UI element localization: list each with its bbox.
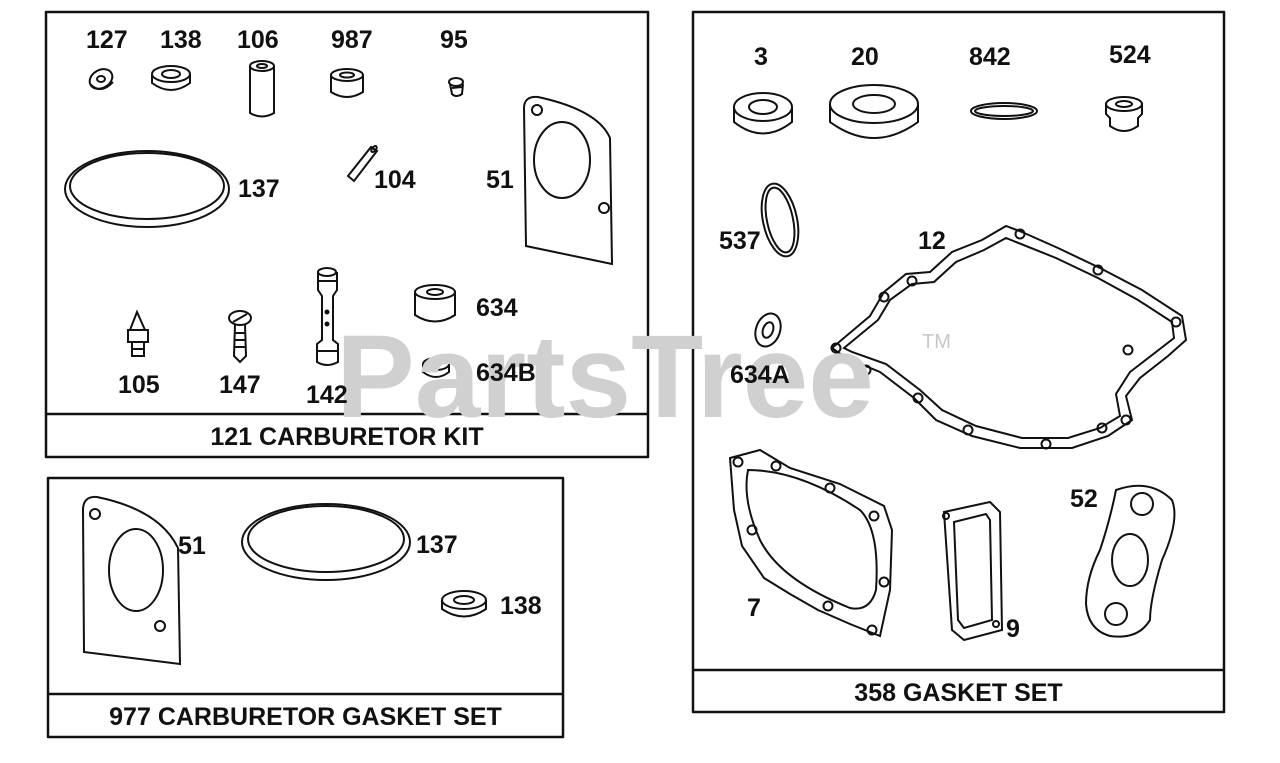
part-label-95: 95 [440, 26, 468, 54]
part-3-seal [733, 92, 793, 135]
part-147-screw [228, 310, 252, 364]
part-label-9: 9 [1006, 615, 1020, 643]
part-label-52: 52 [1070, 485, 1098, 513]
part-label-137: 137 [238, 175, 280, 203]
part-label-20: 20 [851, 43, 879, 71]
part-label-142: 142 [306, 381, 348, 409]
part-842-oring [970, 102, 1038, 120]
part-label-51: 51 [486, 166, 514, 194]
part-138-seal-set [441, 590, 487, 618]
part-142-tube [316, 267, 339, 366]
part-label-105: 105 [118, 371, 160, 399]
part-52-gasket [1084, 484, 1176, 638]
part-127-washer [88, 68, 114, 90]
part-label-987: 987 [331, 26, 373, 54]
part-label-147: 147 [219, 371, 261, 399]
gasket-set-box [691, 10, 1226, 714]
part-20-seal [829, 84, 919, 139]
part-12-crankcase-gasket [830, 224, 1188, 450]
part-label-634a: 634A [730, 361, 790, 389]
part-label-842: 842 [969, 43, 1011, 71]
part-634b-washer [422, 357, 450, 378]
part-524-grommet [1105, 96, 1143, 132]
part-label-7: 7 [747, 594, 761, 622]
carburetor-gasket-set-title: 977 CARBURETOR GASKET SET [109, 703, 502, 731]
part-label-12: 12 [918, 227, 946, 255]
part-634a-seal [754, 312, 782, 348]
part-label-634b: 634B [476, 359, 536, 387]
carburetor-kit-box [44, 10, 650, 459]
part-138-seal [151, 65, 191, 91]
part-987-ring [330, 68, 364, 98]
part-label-106: 106 [237, 26, 279, 54]
part-label-537: 537 [719, 227, 761, 255]
part-label-137-set: 137 [416, 531, 458, 559]
part-9-gasket [942, 500, 1004, 642]
part-label-104: 104 [374, 166, 416, 194]
part-634-bushing [414, 284, 456, 323]
part-label-127: 127 [86, 26, 128, 54]
part-label-138-set: 138 [500, 592, 542, 620]
part-137-oring [64, 150, 230, 228]
part-106-bushing [249, 60, 275, 118]
part-label-634: 634 [476, 294, 518, 322]
carburetor-gasket-set-box [46, 476, 565, 739]
part-104-pin [346, 145, 379, 183]
part-label-51-set: 51 [178, 532, 206, 560]
trademark-symbol: TM [922, 331, 951, 353]
partstree-watermark: PartsTree [336, 311, 874, 443]
part-51-gasket-plate [522, 95, 614, 266]
part-label-3: 3 [754, 43, 768, 71]
gasket-set-title: 358 GASKET SET [854, 679, 1063, 707]
part-label-524: 524 [1109, 41, 1151, 69]
carburetor-kit-title: 121 CARBURETOR KIT [210, 423, 484, 451]
part-51-gasket-plate-set [81, 495, 182, 666]
part-105-needle [127, 309, 149, 357]
part-537-oring [760, 182, 800, 258]
part-label-138: 138 [160, 26, 202, 54]
part-137-oring-set [241, 503, 411, 581]
part-7-head-gasket [728, 448, 894, 638]
part-95-screw [448, 77, 464, 97]
